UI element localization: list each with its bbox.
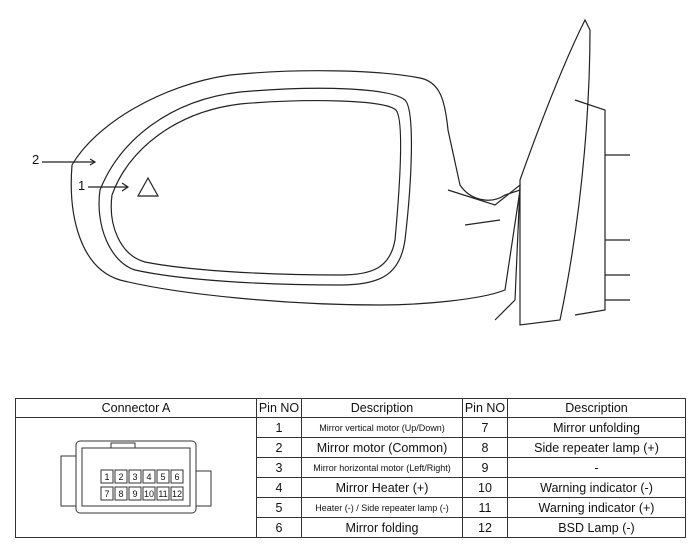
connector-pin-label: 11	[158, 489, 167, 499]
connector-pin-label: 5	[160, 472, 165, 482]
table-row: 3 Mirror horizontal motor (Left/Right) 9…	[16, 457, 686, 478]
connector-pin-box	[100, 469, 114, 484]
pin-description: Warning indicator (-)	[507, 477, 686, 498]
connector-pin-label: 4	[146, 472, 151, 482]
pin-description: BSD Lamp (-)	[507, 517, 686, 538]
connector-pin-label: 3	[132, 472, 137, 482]
connector-pin-box	[142, 469, 156, 484]
side-mirror-drawing	[42, 18, 630, 326]
connector-pin-box	[114, 486, 128, 501]
callout-1: 1	[78, 178, 86, 193]
pin-description: Mirror unfolding	[507, 417, 686, 438]
header-pin-no-2: Pin NO	[462, 398, 508, 418]
callout-2: 2	[32, 152, 40, 167]
warning-triangle-icon	[136, 176, 160, 197]
pin-description: Side repeater lamp (+)	[507, 437, 686, 458]
connector-pin-box	[170, 486, 184, 501]
pin-number: 11	[462, 497, 508, 518]
connector-pin-table: Connector A Pin NO Description Pin NO De…	[15, 398, 686, 538]
mirror-glass-outline	[98, 87, 413, 286]
connector-pin-box	[114, 469, 128, 484]
table-row: 2 Mirror motor (Common) 8 Side repeater …	[16, 437, 686, 458]
connector-pin-box	[128, 486, 142, 501]
pin-number: 9	[462, 457, 508, 478]
pin-number: 7	[462, 417, 508, 438]
header-pin-no: Pin NO	[256, 398, 302, 418]
connector-pin-label: 10	[144, 489, 154, 499]
table-row: 6 Mirror folding 12 BSD Lamp (-)	[16, 517, 686, 538]
connector-pin-box	[128, 469, 142, 484]
connector-pin-label: 8	[118, 489, 123, 499]
pin-description: Mirror folding	[301, 517, 463, 538]
pin-description: Mirror horizontal motor (Left/Right)	[301, 457, 463, 478]
pin-number: 4	[256, 477, 302, 498]
callout-line-1	[88, 182, 130, 192]
pin-description: Heater (-) / Side repeater lamp (-)	[301, 497, 463, 518]
connector-pin-box	[142, 486, 156, 501]
connector-pin-box	[100, 486, 114, 501]
connector-pin-label: 1	[104, 472, 109, 482]
connector-pin-label: 12	[172, 489, 182, 499]
pin-number: 2	[256, 437, 302, 458]
header-connector: Connector A	[15, 398, 257, 418]
table-row: 5 Heater (-) / Side repeater lamp (-) 11…	[16, 497, 686, 518]
connector-pin-box	[156, 486, 170, 501]
pin-number: 6	[256, 517, 302, 538]
connector-pin-label: 7	[104, 489, 109, 499]
table-row: 4 Mirror Heater (+) 10 Warning indicator…	[16, 477, 686, 498]
pin-description: Mirror motor (Common)	[301, 437, 463, 458]
header-description-2: Description	[507, 398, 686, 418]
pin-number: 8	[462, 437, 508, 458]
pin-number: 12	[462, 517, 508, 538]
connector-pin-label: 9	[132, 489, 137, 499]
pin-description: Mirror vertical motor (Up/Down)	[301, 417, 463, 438]
connector-pin-box	[156, 469, 170, 484]
connector-pin-label: 2	[118, 472, 123, 482]
header-description: Description	[301, 398, 463, 418]
mounting-base	[519, 18, 591, 326]
pin-number: 10	[462, 477, 508, 498]
pin-description: Mirror Heater (+)	[301, 477, 463, 498]
mirror-housing-outline	[70, 70, 521, 306]
connector-pin-label: 6	[174, 472, 179, 482]
connector-pin-box	[170, 469, 184, 484]
pin-description: Warning indicator (+)	[507, 497, 686, 518]
pin-number: 1	[256, 417, 302, 438]
table-header-row: Connector A Pin NO Description Pin NO De…	[15, 398, 686, 418]
pin-number: 5	[256, 497, 302, 518]
pin-number: 3	[256, 457, 302, 478]
pin-description: -	[507, 457, 686, 478]
